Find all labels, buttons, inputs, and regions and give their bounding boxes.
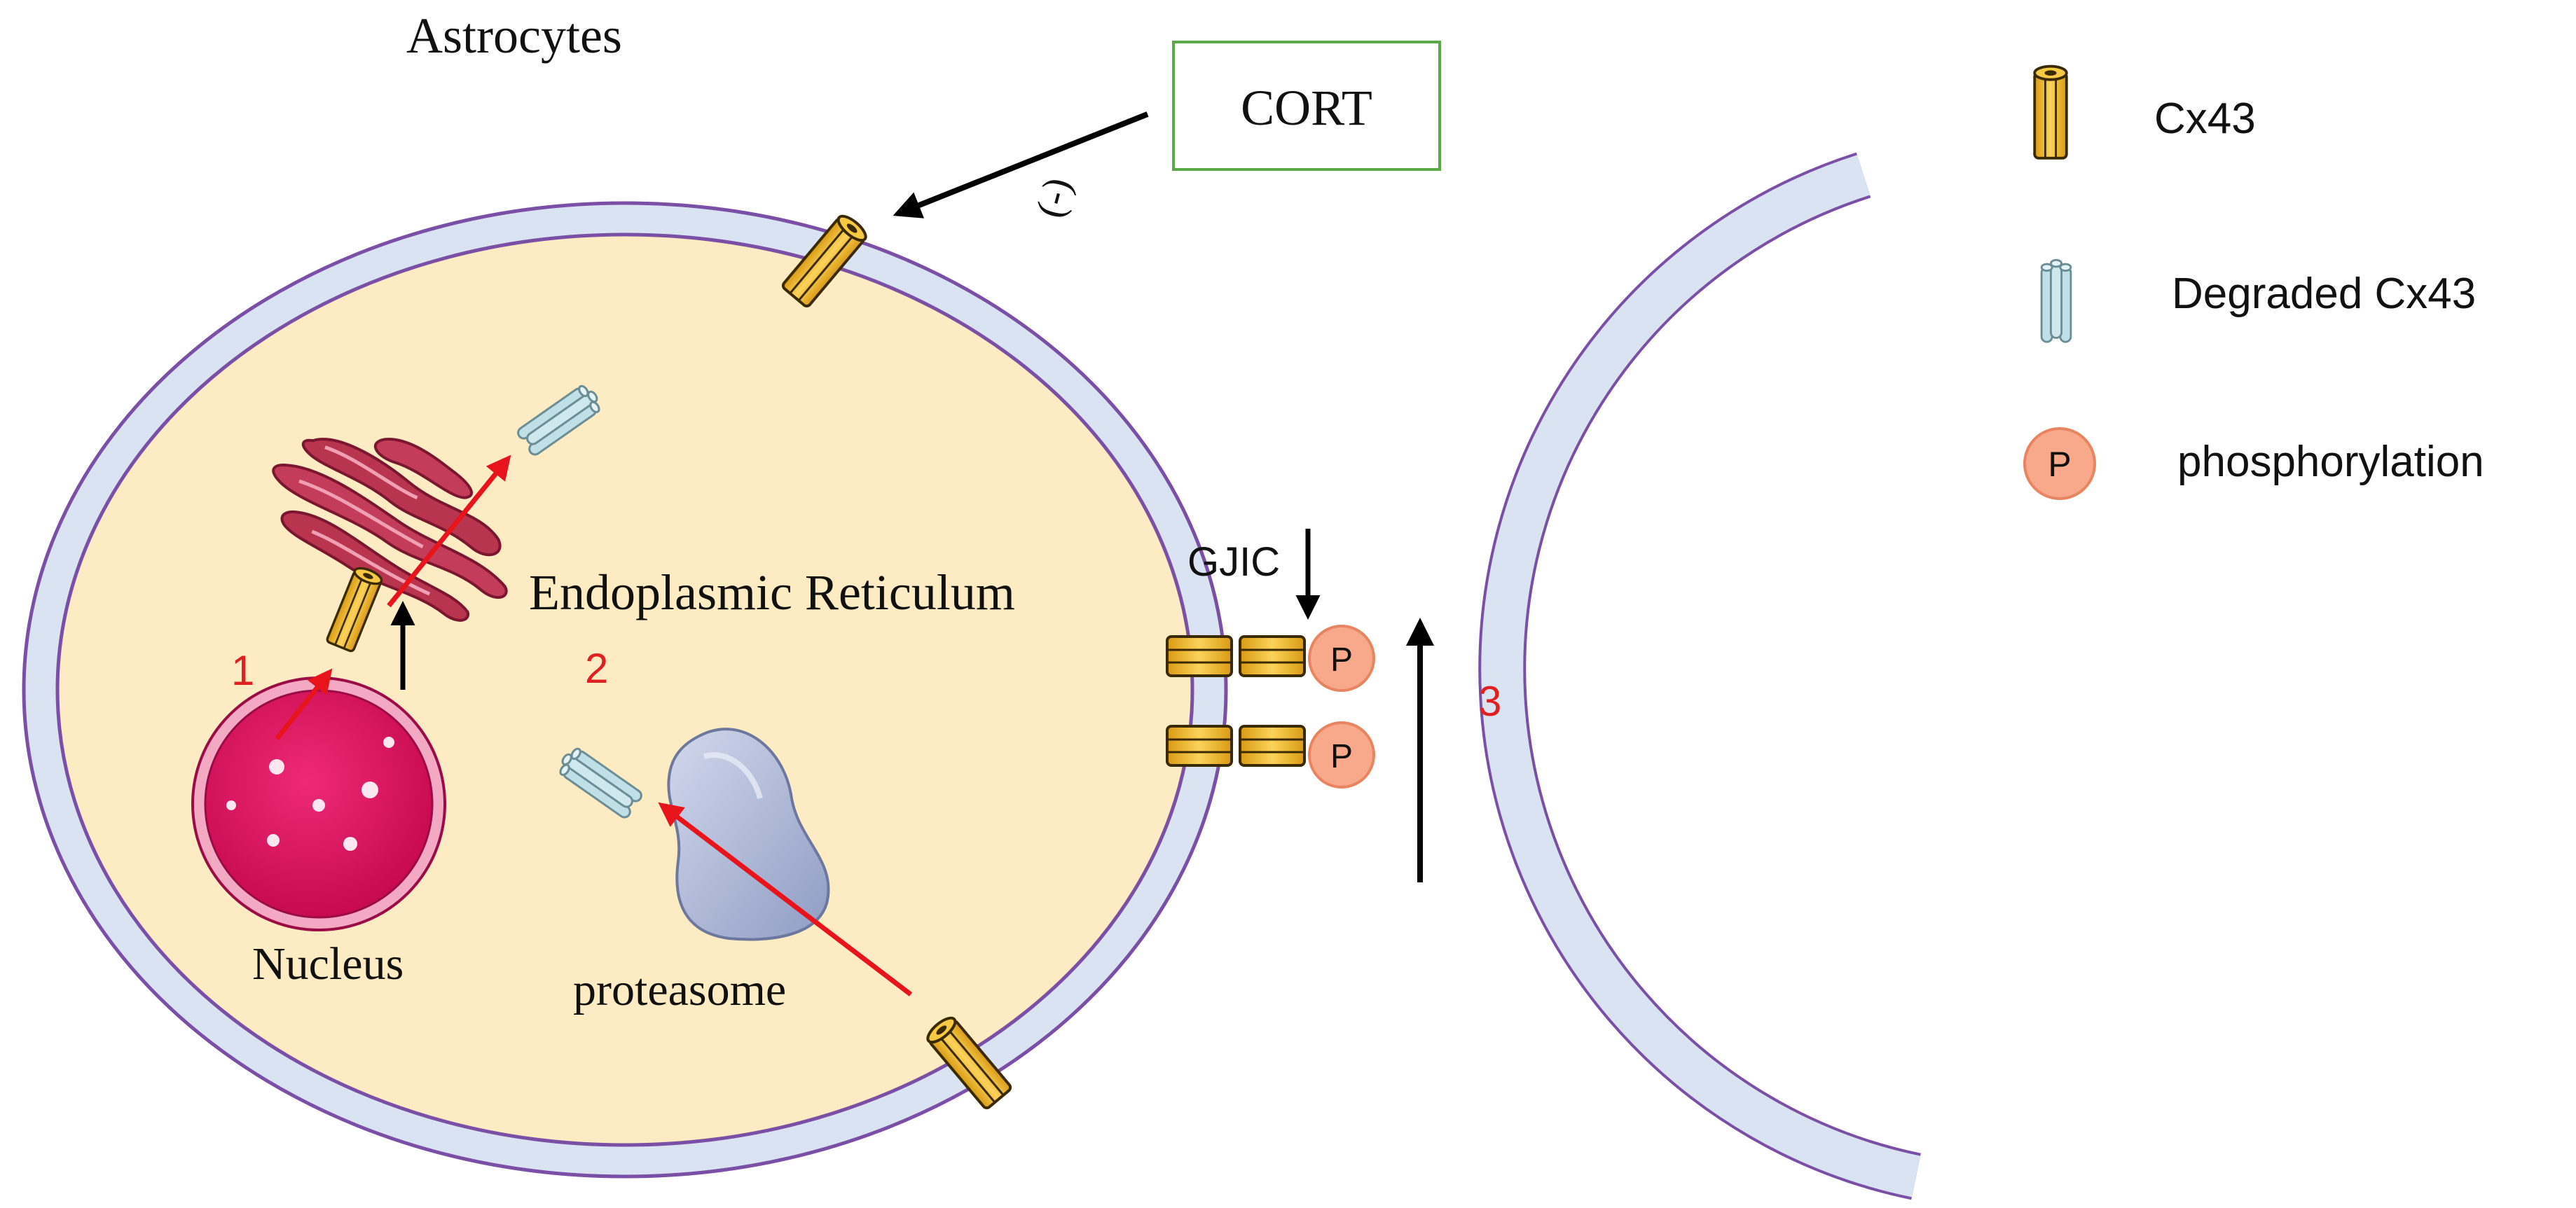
legend-degraded-label: Degraded Cx43 [2172, 270, 2476, 318]
astrocyte-cell [22, 201, 1228, 1179]
legend-degraded-cx43-icon [2040, 258, 2072, 343]
legend-phosphorylation-icon: P [2023, 427, 2096, 500]
phosphorylation-top-icon: P [1308, 625, 1375, 692]
proteasome-label: proteasome [573, 964, 786, 1015]
nucleus-label: Nucleus [252, 938, 404, 990]
legend-cx43-label: Cx43 [2154, 95, 2256, 143]
step-1-label: 1 [231, 647, 254, 694]
step-3-label: 3 [1478, 678, 1501, 725]
neighbor-cell-membrane [1478, 152, 1921, 1200]
gjic-label: GJIC [1187, 539, 1280, 585]
cort-inhibit-arrow [893, 111, 1149, 218]
cort-box: CORT [1172, 41, 1441, 171]
nucleus-shape [191, 676, 446, 931]
gap-junction-bottom [1166, 725, 1306, 767]
diagram-title: Astrocytes [406, 8, 622, 64]
step-2-label: 2 [585, 645, 608, 692]
inhibit-label: (-) [1028, 173, 1080, 222]
legend: Cx43 Degraded Cx43 P phosphorylation [2023, 64, 2484, 500]
phosphorylation-bottom-icon: P [1308, 721, 1375, 789]
cort-label: CORT [1241, 80, 1372, 136]
membrane-to-proteasome-arrow [658, 802, 913, 997]
gap-junction-top [1166, 635, 1306, 677]
er-label: Endoplasmic Reticulum [529, 564, 1015, 620]
proteasome-shape [667, 728, 830, 941]
nucleus-to-cx43-arrow [275, 668, 333, 741]
legend-phospho-symbol: P [2048, 445, 2071, 484]
legend-phosphorylation-label: phosphorylation [2177, 438, 2484, 486]
phospho-bottom-label: P [1330, 738, 1353, 775]
phospho-top-label: P [1330, 641, 1353, 679]
endoplasmic-reticulum-shape [272, 438, 508, 622]
legend-cx43-icon [2033, 64, 2068, 160]
cx43-to-degraded-arrow [387, 454, 511, 608]
